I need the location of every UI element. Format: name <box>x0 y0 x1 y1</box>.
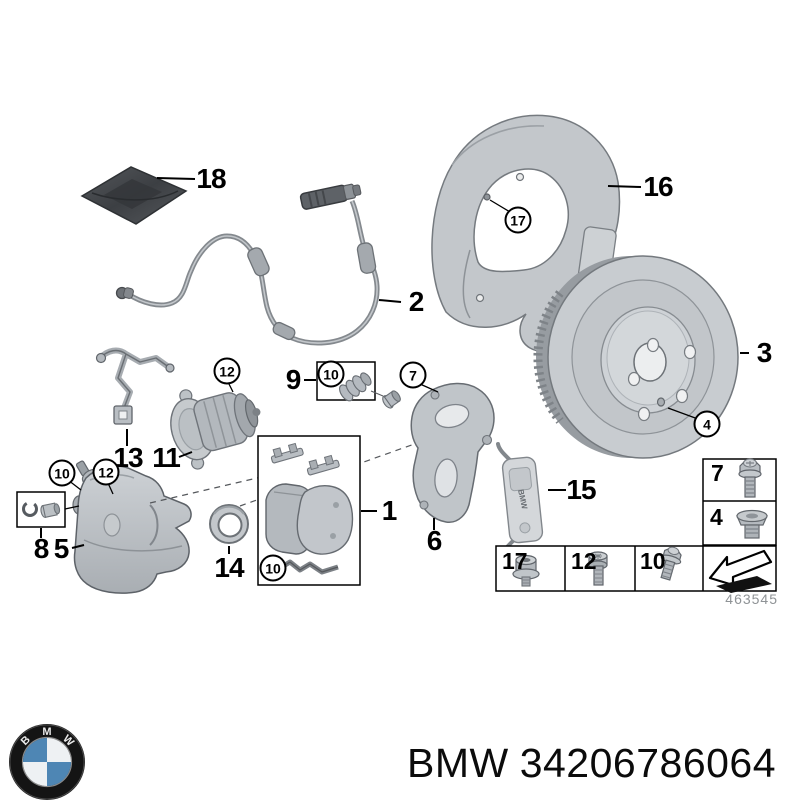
callout-4-disc-set-screw: 4 <box>693 410 721 438</box>
seal-ring-drawing <box>209 504 249 544</box>
cable-bracket-drawing <box>95 347 175 425</box>
leader-16 <box>607 185 642 188</box>
callout-12-motor-screw: 12 <box>213 357 241 385</box>
leader-5 <box>71 544 85 549</box>
hex-flange-nut-icon <box>512 554 540 587</box>
hex-flange-screw-icon <box>660 546 682 581</box>
callout-2-wear-sensor: 2 <box>408 286 425 317</box>
repair-kit-box-drawing <box>16 491 66 528</box>
callout-14-seal-ring: 14 <box>214 552 244 583</box>
leader-4 <box>667 407 699 420</box>
actuator-motor-drawing <box>170 389 261 470</box>
countersunk-screw-plug-icon <box>736 509 768 539</box>
clip-marking-text: BMW <box>516 489 529 511</box>
callout-6-caliper-carrier: 6 <box>426 525 443 556</box>
callout-5-brake-caliper: 5 <box>53 533 70 564</box>
guide-pin-cap <box>382 390 401 409</box>
disc-set-screw <box>656 397 666 407</box>
callout-7-carrier-bolt: 7 <box>399 361 427 389</box>
brand-name: BMW <box>407 740 509 786</box>
sensor-connector <box>299 183 362 210</box>
leader-17 <box>489 199 511 213</box>
mounting-direction-arrow-icon <box>708 549 773 593</box>
diagram-reference-number: 463545 <box>725 591 778 607</box>
legend-num-4: 4 <box>710 504 723 530</box>
anti-rattle-clip-drawing: BMW <box>496 442 544 562</box>
callout-12-caliper-screw: 12 <box>92 458 120 486</box>
legend-num-17: 17 <box>502 548 528 574</box>
leader-11 <box>178 451 193 458</box>
caliper-carrier-drawing <box>410 382 495 523</box>
assembly-axis-dashed <box>149 441 421 507</box>
callout-11-actuator-motor: 11 <box>152 442 181 473</box>
callout-9-guide-pin-kit: 9 <box>285 364 302 395</box>
callout-8-repair-kit: 8 <box>33 533 50 564</box>
callout-16-splash-shield: 16 <box>643 171 673 202</box>
leader-18 <box>156 177 196 180</box>
legend-num-7: 7 <box>711 460 724 486</box>
callout-10-caliper-pin: 10 <box>48 459 76 487</box>
legend-num-12: 12 <box>571 548 597 574</box>
hex-flange-bolt-icon <box>738 458 762 498</box>
callout-18-grease-packet: 18 <box>196 163 226 194</box>
bmw-roundel-logo: B M W <box>9 724 85 800</box>
callout-10-guide-pin: 10 <box>317 360 345 388</box>
cable-grommet-clip <box>115 286 134 300</box>
logo-letter-m: M <box>42 726 51 738</box>
cheese-head-screw-icon <box>588 551 608 586</box>
callout-1-brake-pad-set: 1 <box>381 495 398 526</box>
brake-disc-drawing <box>533 255 739 459</box>
part-number: 34206786064 <box>519 740 777 786</box>
leader-8-box <box>64 505 80 510</box>
callout-10-pad-kit: 10 <box>259 554 287 582</box>
brake-caliper-drawing <box>72 460 192 594</box>
fastener-legend-table <box>495 458 777 593</box>
cable-sleeve <box>356 242 377 274</box>
wear-sensor-cable-drawing <box>115 183 380 346</box>
legend-num-10: 10 <box>640 548 666 574</box>
leader-2 <box>378 299 402 303</box>
leader-7 <box>419 383 439 393</box>
cable-sleeve <box>272 321 296 341</box>
callout-17-shield-screw: 17 <box>504 206 532 234</box>
cable-sleeve <box>247 247 270 277</box>
callout-15-anti-rattle-clip: 15 <box>566 474 596 505</box>
grease-packet-drawing <box>80 166 188 225</box>
callout-3-brake-disc: 3 <box>756 337 773 368</box>
